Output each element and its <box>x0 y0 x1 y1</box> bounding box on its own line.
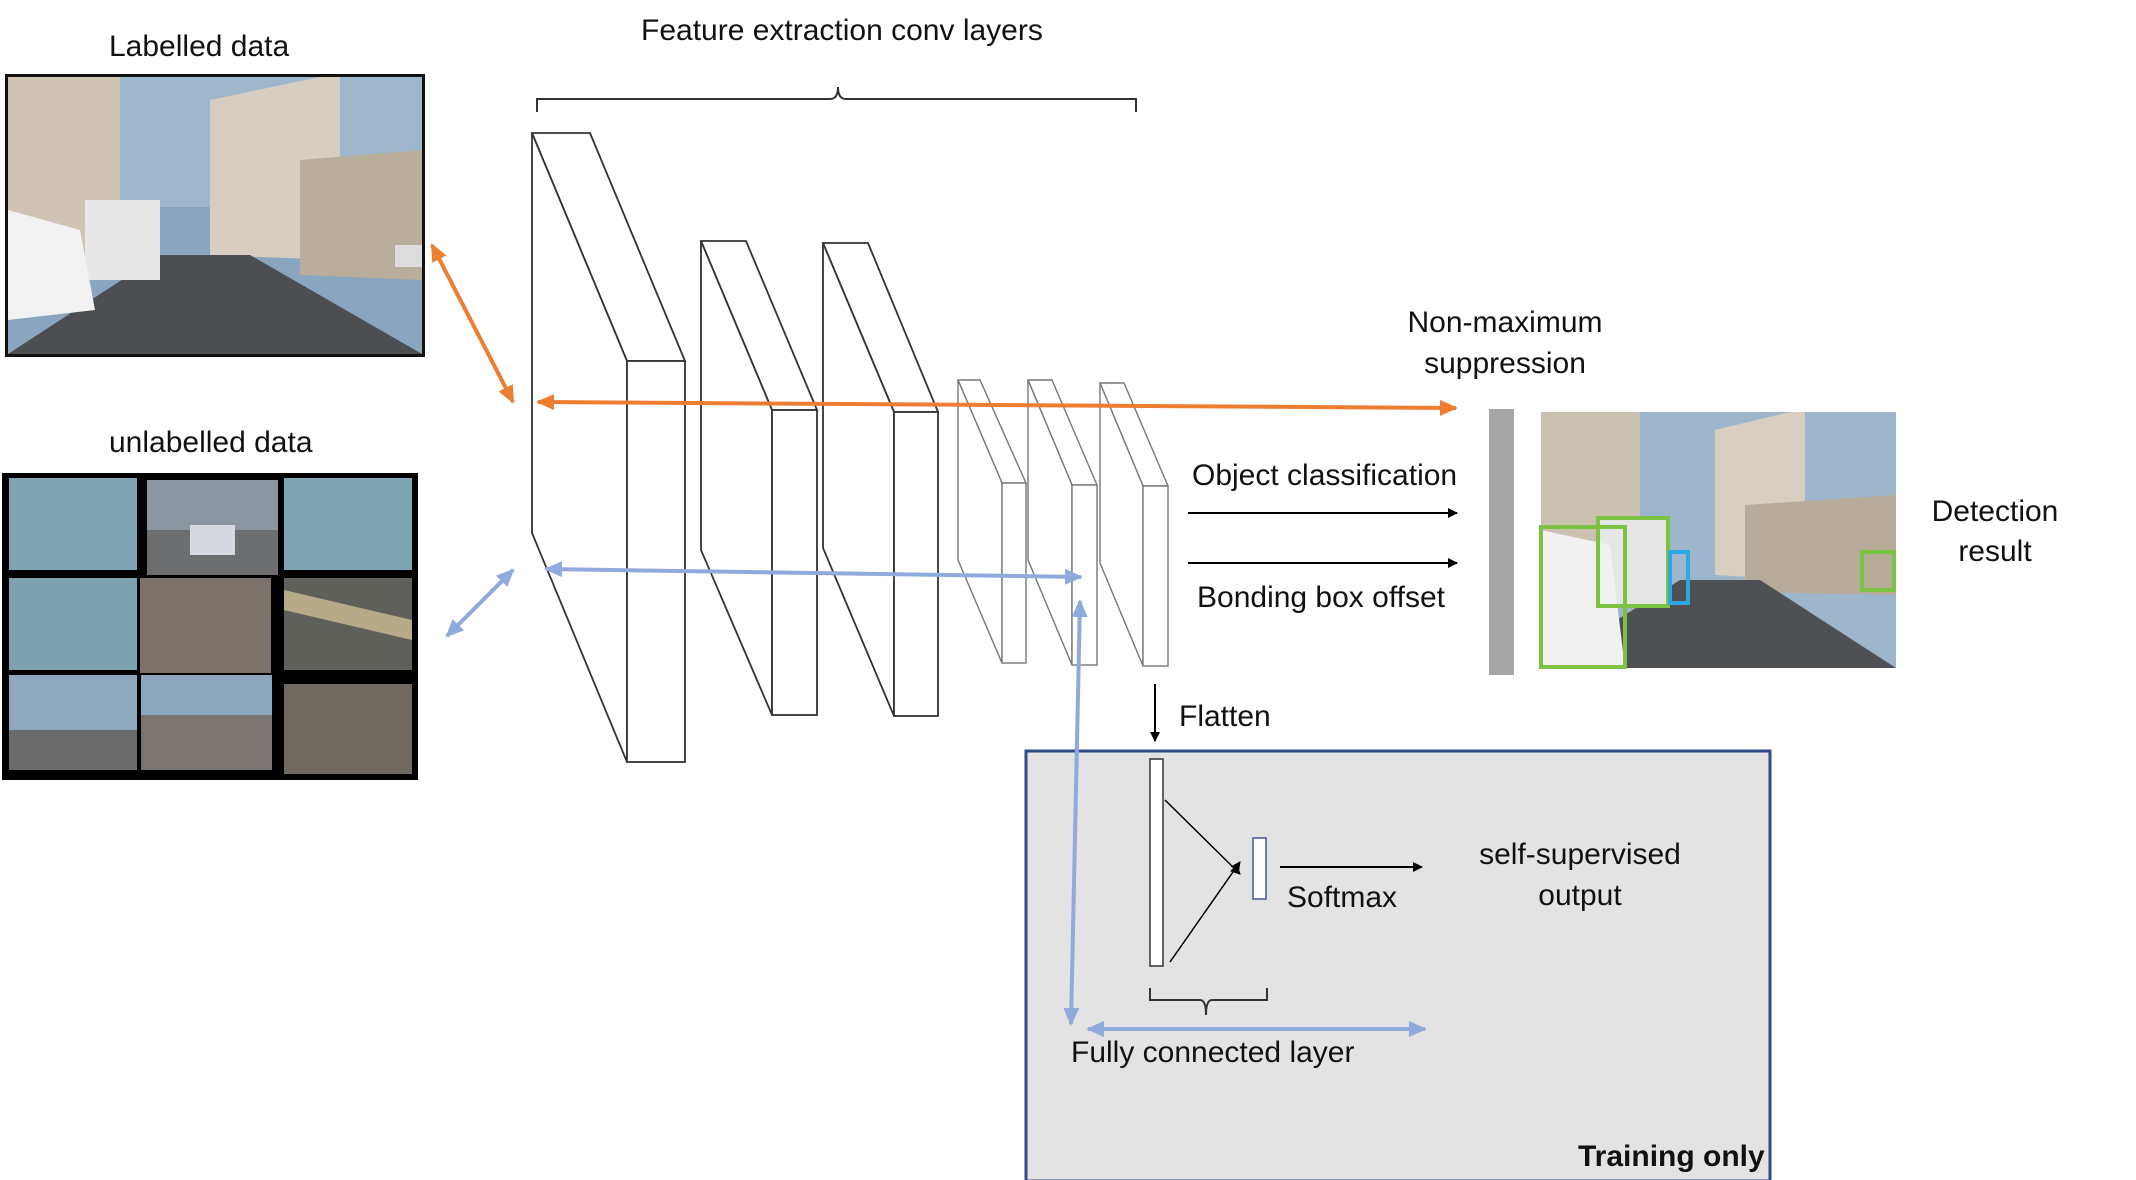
fc-connection-bottom <box>1169 861 1241 963</box>
orange-arrow-labelled <box>430 243 515 404</box>
labelled-data-label: Labelled data <box>109 30 290 63</box>
object-classification-label: Object classification <box>1192 459 1458 492</box>
feature-extraction-brace <box>536 86 1137 112</box>
training-only-label: Training only <box>1578 1140 1765 1173</box>
detection-label-line1: Detection <box>1931 495 2059 528</box>
fully-connected-label: Fully connected layer <box>1071 1036 1355 1069</box>
nms-bar <box>1489 409 1514 675</box>
nms-label-line1: Non-maximum <box>1407 306 1603 339</box>
labelled-data-image <box>5 74 425 357</box>
blue-arrow-vertical <box>1063 599 1088 1026</box>
conv-layer-2 <box>699 240 819 716</box>
training-only-panel <box>1024 749 1772 1180</box>
detection-label-line2: result <box>1958 535 2032 568</box>
feature-extraction-label: Feature extraction conv layers <box>641 14 1043 47</box>
orange-arrow-nms <box>536 394 1458 416</box>
unlabelled-data-images <box>2 473 418 780</box>
unlabelled-data-label: unlabelled data <box>109 426 313 459</box>
blue-arrow-unlabelled <box>445 568 515 638</box>
blue-arrow-horizontal <box>544 561 1083 585</box>
nms-label-line2: suppression <box>1424 347 1586 380</box>
conv-layer-1 <box>530 132 687 763</box>
conv-layer-5 <box>1026 379 1099 666</box>
conv-layer-3 <box>821 242 940 717</box>
conv-layer-6 <box>1098 382 1170 667</box>
conv-layer-4 <box>956 379 1028 664</box>
detection-result-image <box>1539 412 1896 669</box>
self-supervised-label-line2: output <box>1538 879 1622 912</box>
bbox-offset-label: Bonding box offset <box>1197 581 1445 614</box>
self-supervised-label-line1: self-supervised <box>1479 838 1681 871</box>
fc-connection-top <box>1164 799 1241 875</box>
flatten-label: Flatten <box>1179 700 1271 733</box>
fc-brace <box>1149 988 1268 1016</box>
softmax-label: Softmax <box>1287 881 1398 914</box>
fc-output-bar <box>1252 837 1267 900</box>
fc-input-bar <box>1149 758 1164 967</box>
